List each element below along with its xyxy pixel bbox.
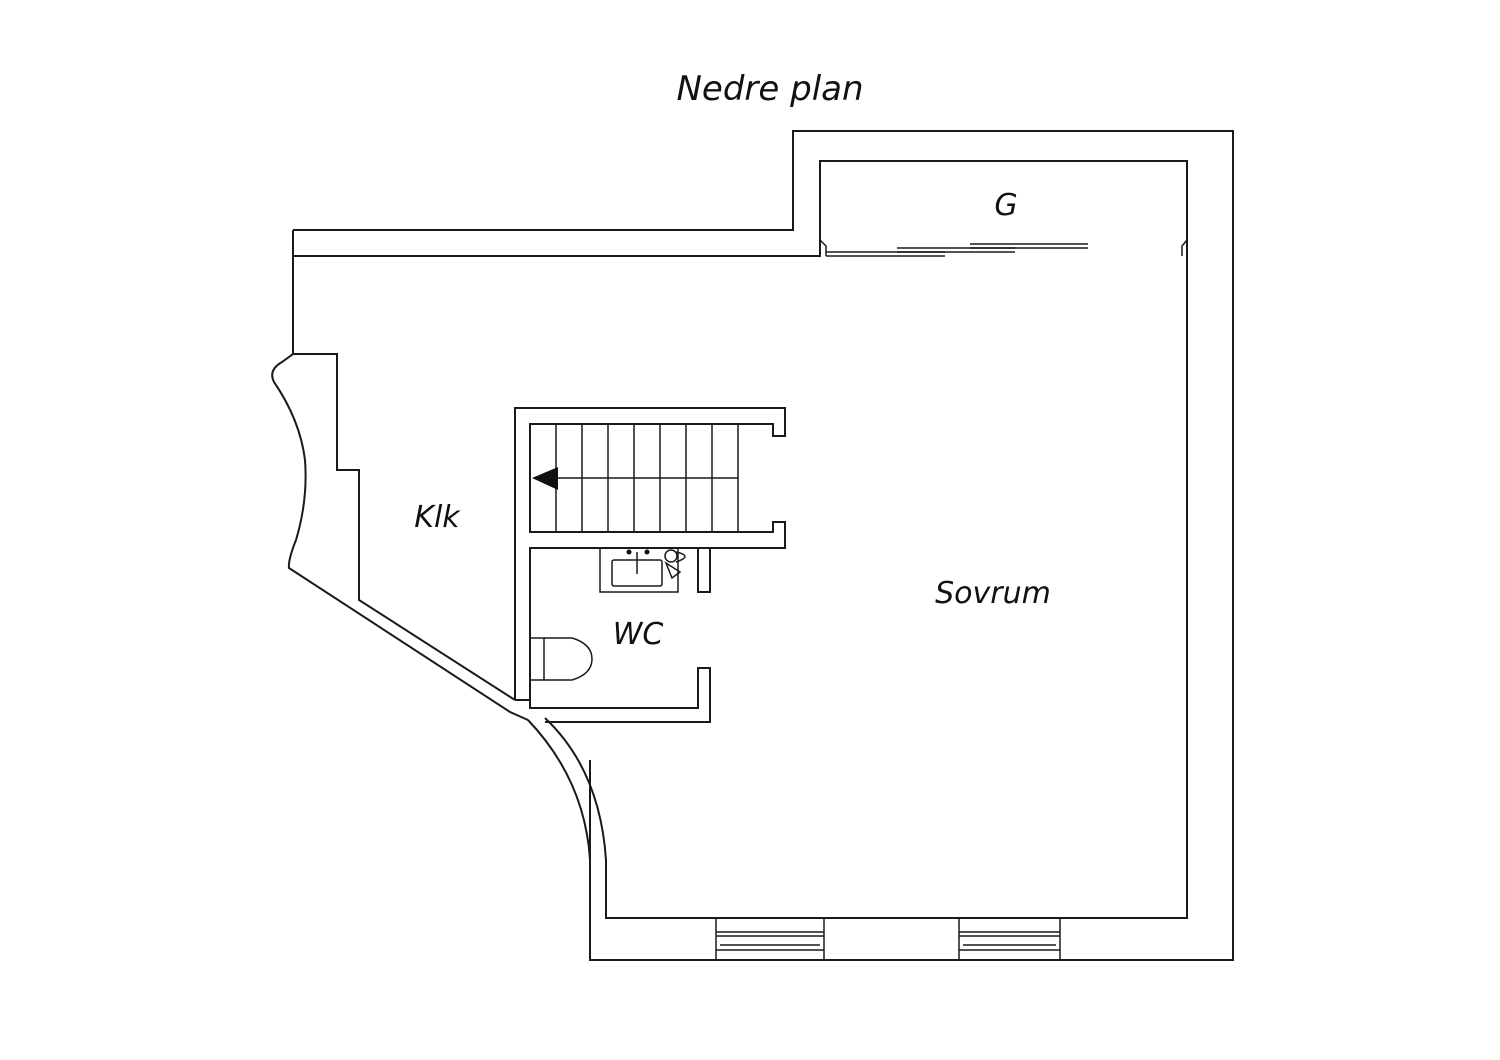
- tap-icon: [644, 549, 650, 555]
- windows: [715, 917, 1061, 961]
- room-label-wc: WC: [613, 617, 664, 652]
- plan-title: Nedre plan: [676, 69, 863, 109]
- room-label-bedroom: Sovrum: [935, 576, 1051, 611]
- stair-direction-arrow-icon: [532, 467, 558, 490]
- outer-walls: [271, 130, 1234, 961]
- staircase: [514, 407, 786, 700]
- wc-walls: [515, 547, 711, 723]
- room-label-g: G: [994, 188, 1017, 223]
- tap-icon: [626, 549, 632, 555]
- closet: [819, 239, 1188, 257]
- room-label-kitchen: Klk: [414, 500, 461, 535]
